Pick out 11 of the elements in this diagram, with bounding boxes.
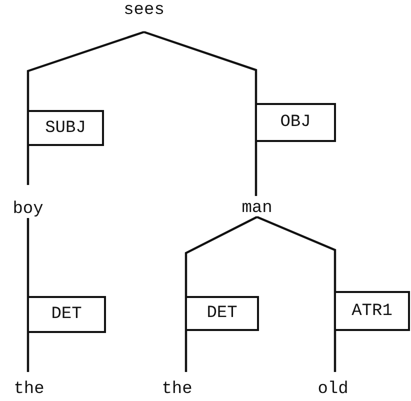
- word-label: man: [242, 200, 272, 217]
- edge-label: DET: [27, 296, 106, 333]
- word-label: old: [318, 381, 348, 398]
- edge-label: SUBJ: [27, 110, 104, 146]
- word-label: the: [14, 381, 44, 398]
- edge-label: ATR1: [334, 291, 410, 331]
- word-label: boy: [12, 201, 44, 218]
- word-label: the: [162, 381, 192, 398]
- edge-label: DET: [185, 296, 259, 331]
- word-label: sees: [124, 2, 164, 19]
- edge-label: OBJ: [255, 103, 336, 142]
